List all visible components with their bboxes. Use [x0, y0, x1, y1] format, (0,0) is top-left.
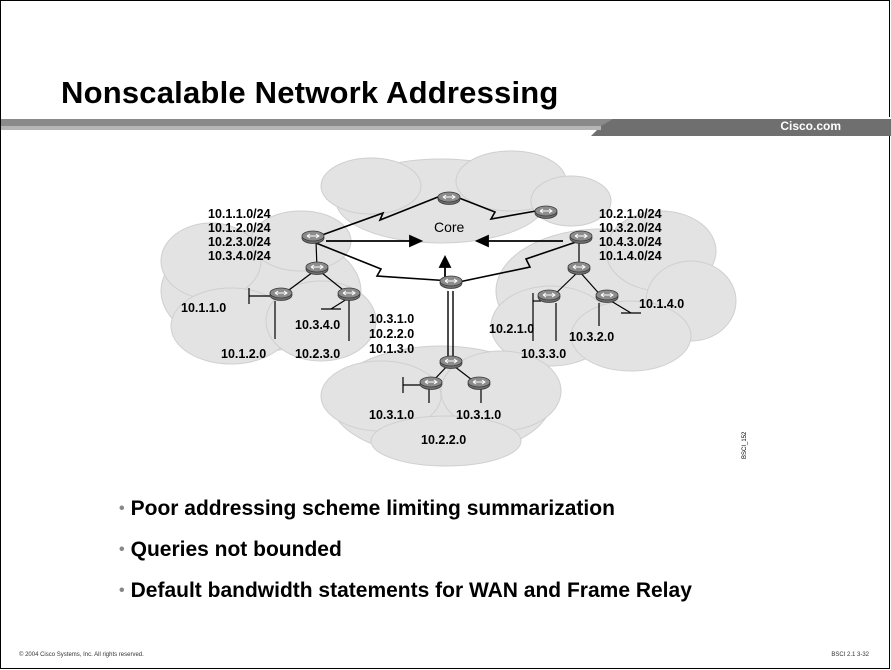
router-core-top: [437, 191, 461, 205]
router-bottom-hub: [439, 355, 463, 369]
left-route-4: 10.3.4.0/24: [208, 249, 271, 263]
center-route-list: 10.3.1.0 10.2.2.0 10.1.3.0: [369, 312, 414, 356]
summary-arrows: [326, 234, 563, 279]
right-net-1: 10.1.4.0: [639, 297, 684, 311]
center-route-3: 10.1.3.0: [369, 342, 414, 356]
left-net-3: 10.1.2.0: [221, 347, 266, 361]
cloud-core: [320, 150, 612, 244]
right-net-4: 10.3.3.0: [521, 347, 566, 361]
router-right-hub: [569, 230, 593, 244]
right-net-2: 10.2.1.0: [489, 322, 534, 336]
router-right-mid: [567, 261, 591, 275]
left-route-list: 10.1.1.0/24 10.1.2.0/24 10.2.3.0/24 10.3…: [208, 207, 271, 263]
copyright-footer: © 2004 Cisco Systems, Inc. All rights re…: [19, 652, 144, 658]
router-core-center: [439, 275, 463, 289]
router-bottom-a: [419, 376, 443, 390]
bottom-net-1: 10.3.1.0: [369, 408, 414, 422]
right-route-4: 10.1.4.0/24: [599, 249, 662, 263]
header-bar: [1, 117, 891, 136]
slide-title: Nonscalable Network Addressing: [61, 75, 559, 110]
router-left-mid: [305, 261, 329, 275]
bullet-dot-icon: •: [119, 541, 125, 558]
right-route-1: 10.2.1.0/24: [599, 207, 662, 221]
network-diagram: Core 10.1.1.0/24 10.1.2.0/24 10.2.3.0/24…: [160, 150, 748, 467]
figure-id: BSCI_152: [742, 431, 748, 459]
left-net-1: 10.1.1.0: [181, 301, 226, 315]
bullet-text: Poor addressing scheme limiting summariz…: [130, 497, 615, 520]
router-left-b: [337, 287, 361, 301]
right-route-list: 10.2.1.0/24 10.3.2.0/24 10.4.3.0/24 10.1…: [599, 207, 662, 263]
center-route-1: 10.3.1.0: [369, 312, 414, 326]
bullet-item: • Queries not bounded: [119, 538, 692, 579]
bottom-net-2: 10.3.1.0: [456, 408, 501, 422]
core-label: Core: [434, 219, 465, 235]
brand-label: Cisco.com: [780, 119, 841, 133]
bullet-list: • Poor addressing scheme limiting summari…: [119, 497, 692, 620]
left-net-2: 10.3.4.0: [295, 318, 340, 332]
bullet-dot-icon: •: [119, 582, 125, 599]
bullet-item: • Poor addressing scheme limiting summari…: [119, 497, 692, 538]
router-bottom-b: [467, 376, 491, 390]
left-route-1: 10.1.1.0/24: [208, 207, 271, 221]
right-route-2: 10.3.2.0/24: [599, 221, 662, 235]
right-route-3: 10.4.3.0/24: [599, 235, 662, 249]
router-left-hub: [301, 230, 325, 244]
right-net-3: 10.3.2.0: [569, 330, 614, 344]
left-route-3: 10.2.3.0/24: [208, 235, 271, 249]
cloud-bottom: [320, 345, 562, 467]
course-code-footer: BSCI 2.1 3-32: [831, 652, 869, 658]
left-net-4: 10.2.3.0: [295, 347, 340, 361]
serial-link-bottom: [447, 291, 454, 363]
bullet-text: Queries not bounded: [130, 538, 342, 561]
router-right-a: [537, 289, 561, 303]
center-route-2: 10.2.2.0: [369, 327, 414, 341]
bullet-text: Default bandwidth statements for WAN and…: [130, 579, 692, 602]
router-left-a: [269, 287, 293, 301]
bottom-net-3: 10.2.2.0: [421, 433, 466, 447]
left-route-2: 10.1.2.0/24: [208, 221, 271, 235]
bullet-dot-icon: •: [119, 500, 125, 517]
router-core-right: [534, 205, 558, 219]
wan-links: [310, 194, 580, 284]
bullet-item: • Default bandwidth statements for WAN an…: [119, 579, 692, 620]
router-right-b: [595, 289, 619, 303]
